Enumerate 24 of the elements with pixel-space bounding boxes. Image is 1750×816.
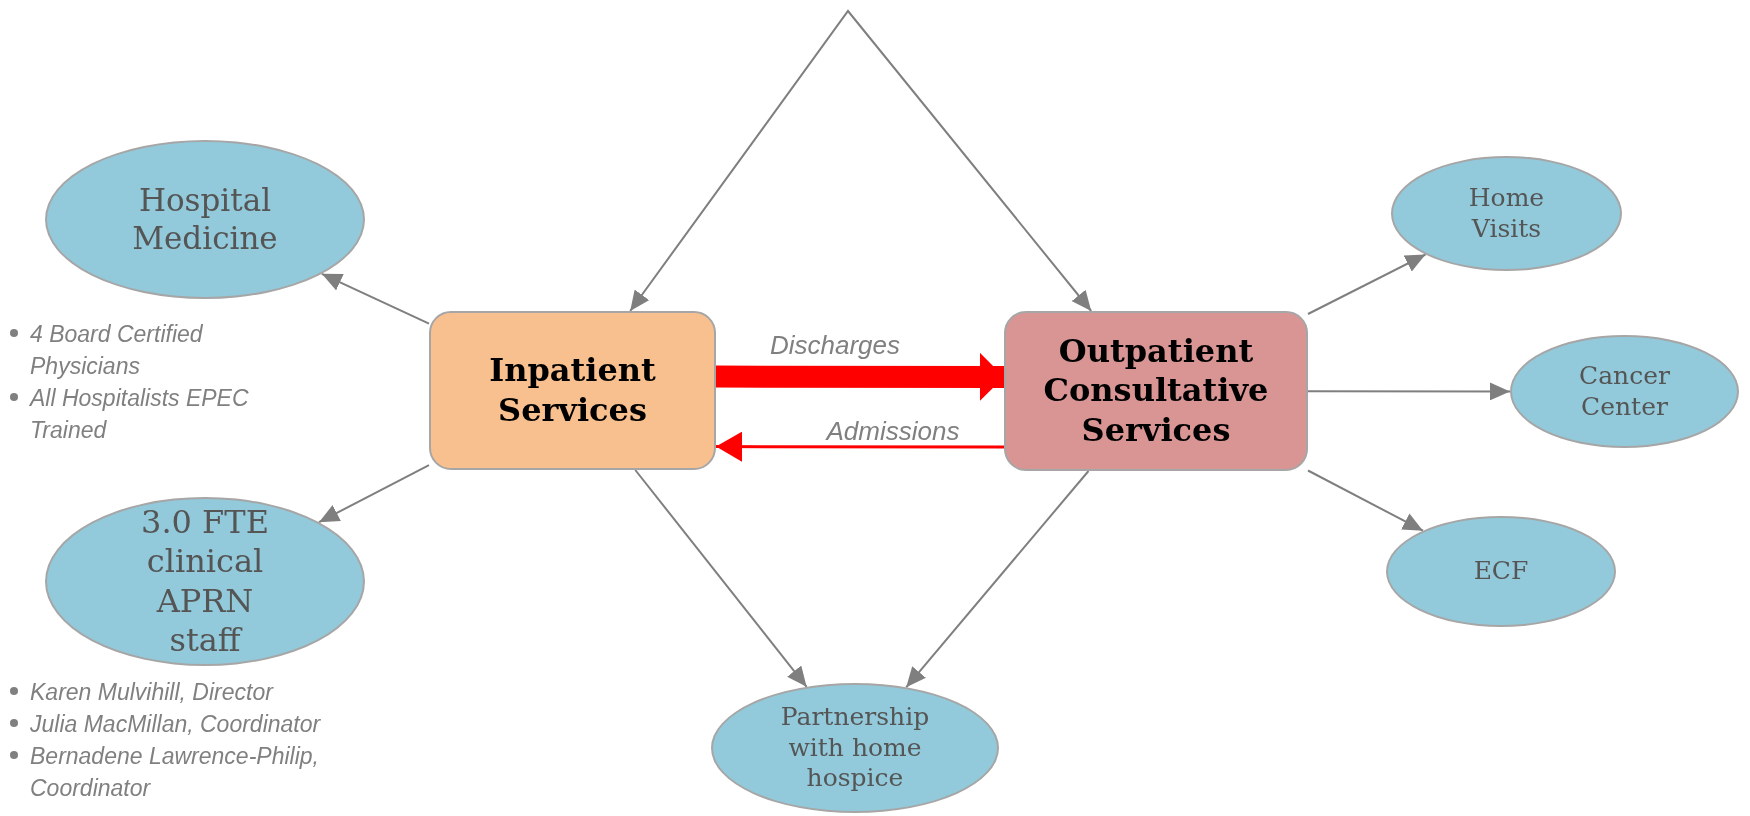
node-label: Outpatient Consultative Services — [1042, 332, 1270, 450]
node-label: Cancer Center — [1578, 361, 1671, 422]
bullet-text: 4 Board Certified Physicians — [30, 320, 204, 381]
flow-arrow — [716, 352, 1004, 401]
flow-arrow — [716, 431, 1004, 462]
bullet-text: Julia MacMillan, Coordinator — [30, 710, 321, 739]
node-label: Inpatient Services — [488, 351, 657, 430]
arrow — [629, 9, 1093, 312]
arrow — [905, 470, 1090, 689]
bullet-text: Bernadene Lawrence-Philip, Coordinator — [30, 742, 320, 803]
rounded-box — [429, 311, 716, 470]
node-label: ECF — [1473, 556, 1529, 587]
bullet-text: All Hospitalists EPEC Trained — [30, 384, 250, 445]
node-label: Hospital Medicine — [131, 181, 279, 258]
arrow — [1307, 253, 1427, 315]
bullet-text: Karen Mulvihill, Director — [30, 678, 273, 707]
arrow — [320, 272, 430, 325]
arrow — [318, 464, 430, 524]
arrow — [1307, 469, 1424, 532]
rounded-box — [1004, 311, 1308, 471]
node-label: Home Visits — [1467, 183, 1546, 244]
node-label: Partnership with home hospice — [780, 702, 930, 794]
arrow — [1307, 382, 1511, 401]
node-label: 3.0 FTE clinical APRN staff — [140, 503, 270, 660]
